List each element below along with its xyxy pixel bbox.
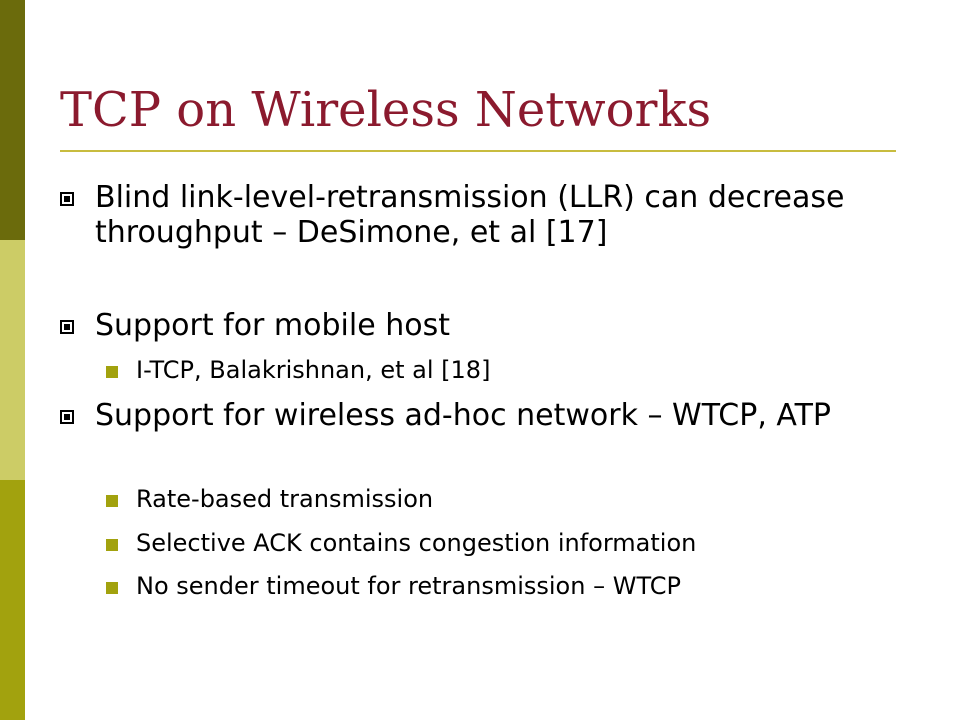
square-bullet-icon	[60, 192, 74, 206]
sub-bullet-text: Selective ACK contains congestion inform…	[136, 529, 697, 557]
sidebar-accent-bar	[0, 0, 25, 720]
sidebar-segment-bottom	[0, 480, 25, 720]
title-divider	[60, 150, 896, 152]
sidebar-segment-middle	[0, 240, 25, 480]
bullet-text: Support for mobile host	[95, 308, 450, 343]
bullet-text: Support for wireless ad-hoc network – WT…	[95, 398, 832, 433]
bullet-text: Blind link-level-retransmission (LLR) ca…	[95, 180, 845, 250]
sub-bullet-square-icon	[106, 495, 118, 507]
sub-bullet-text: No sender timeout for retransmission – W…	[136, 572, 681, 600]
sub-bullet-text: I-TCP, Balakrishnan, et al [18]	[136, 356, 491, 384]
slide-title: TCP on Wireless Networks	[60, 82, 712, 138]
square-bullet-icon	[60, 410, 74, 424]
sub-bullet-square-icon	[106, 582, 118, 594]
square-bullet-icon	[60, 320, 74, 334]
sub-bullet-text: Rate-based transmission	[136, 485, 434, 513]
sub-bullet-square-icon	[106, 539, 118, 551]
sidebar-segment-top	[0, 0, 25, 240]
sub-bullet-square-icon	[106, 366, 118, 378]
